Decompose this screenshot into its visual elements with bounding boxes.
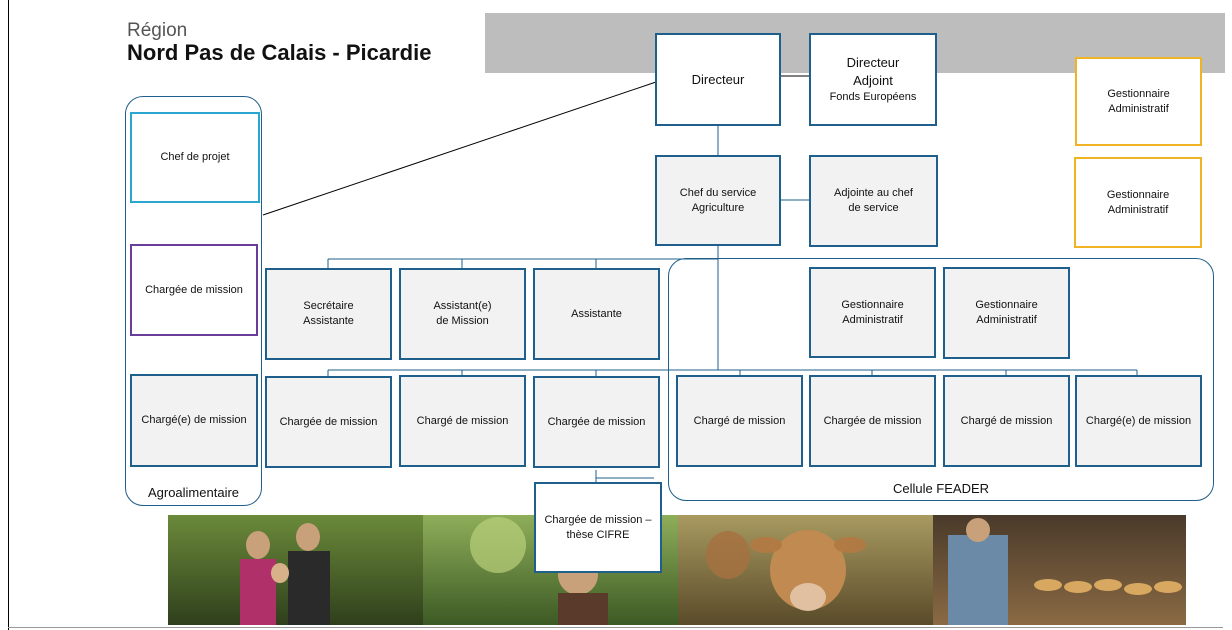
baker-figure <box>948 518 1182 625</box>
agriculture-photo-strip <box>168 515 1186 625</box>
directeur-adjoint-subtitle: Fonds Européens <box>829 91 917 103</box>
frame-left-rule <box>8 0 9 630</box>
row2-box-2[interactable]: Chargé de mission <box>399 375 526 467</box>
row2-box-1[interactable]: Chargée de mission <box>265 376 392 468</box>
charge-e-de-mission-agro-box[interactable]: Chargé(e) de mission <box>130 374 258 467</box>
agroalimentaire-label: Agroalimentaire <box>147 485 240 500</box>
gestionnaire-box-top[interactable]: Gestionnaire Administratif <box>1075 57 1202 146</box>
row2-box-3[interactable]: Chargée de mission <box>533 376 660 468</box>
gestionnaire-feader-box-1[interactable]: Gestionnaire Administratif <box>809 267 936 358</box>
region-label: Région <box>127 20 188 41</box>
family-figures <box>240 523 330 625</box>
row2-box-7[interactable]: Chargé(e) de mission <box>1075 375 1202 467</box>
chef-service-box[interactable]: Chef du service Agriculture <box>655 155 781 246</box>
row2-box-6[interactable]: Chargé de mission <box>943 375 1070 467</box>
directeur-adjoint-title: Directeur Adjoint <box>846 55 900 88</box>
cow-figure <box>706 530 866 611</box>
row2-box-4[interactable]: Chargé de mission <box>676 375 803 467</box>
row2-box-5[interactable]: Chargée de mission <box>809 375 936 467</box>
assistante-box[interactable]: Assistante <box>533 268 660 360</box>
gestionnaire-box-second[interactable]: Gestionnaire Administratif <box>1074 157 1202 248</box>
chef-de-projet-box[interactable]: Chef de projet <box>130 112 260 203</box>
directeur-adjoint-box[interactable]: Directeur Adjoint Fonds Européens <box>809 33 937 126</box>
assistant-de-mission-box[interactable]: Assistant(e) de Mission <box>399 268 526 360</box>
feader-group <box>668 258 1214 501</box>
gestionnaire-feader-box-2[interactable]: Gestionnaire Administratif <box>943 267 1070 359</box>
agroalimentaire-group <box>125 96 262 506</box>
feader-label: Cellule FEADER <box>892 481 990 496</box>
frame-bottom-rule <box>8 627 1223 628</box>
adjointe-chef-box[interactable]: Adjointe au chef de service <box>809 155 938 247</box>
cifre-box[interactable]: Chargée de mission – thèse CIFRE <box>534 482 662 573</box>
secretaire-assistante-box[interactable]: Secrétaire Assistante <box>265 268 392 360</box>
region-name: Nord Pas de Calais - Picardie <box>127 40 432 65</box>
chargee-de-mission-agro-box[interactable]: Chargée de mission <box>130 244 258 336</box>
directeur-box[interactable]: Directeur <box>655 33 781 126</box>
